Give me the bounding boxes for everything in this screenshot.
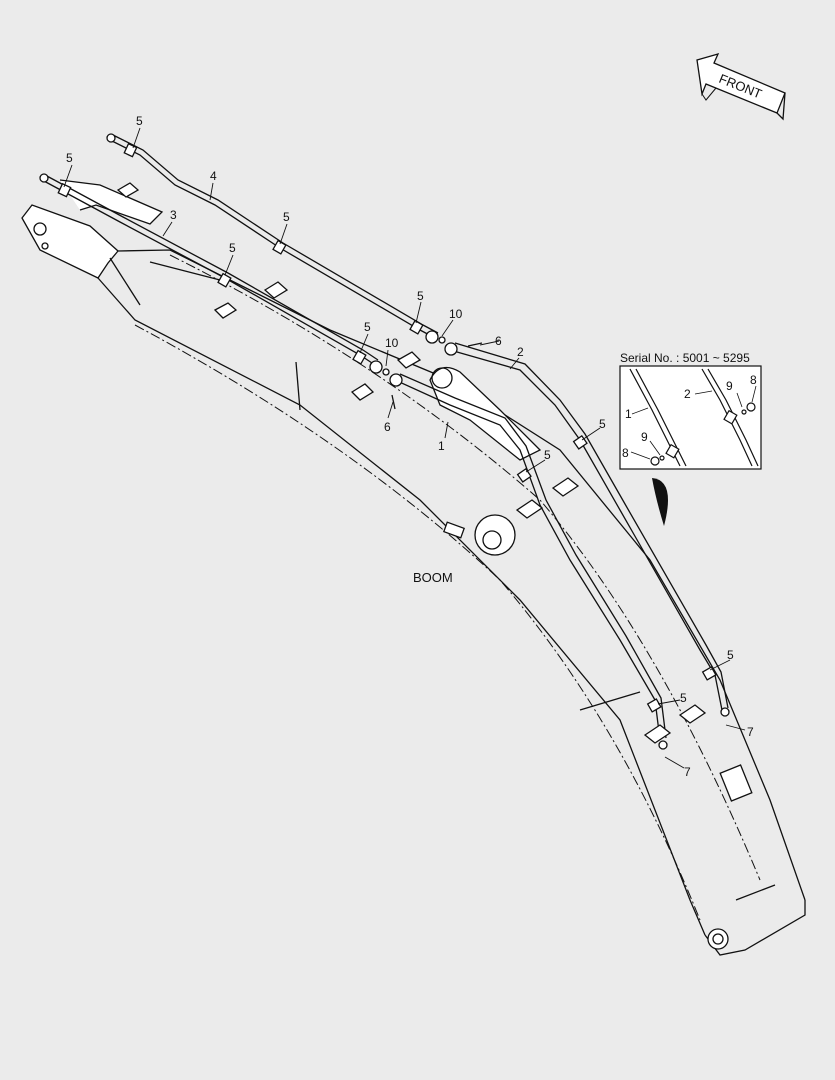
callout-10-a: 10	[449, 307, 463, 321]
callout-5-f: 5	[364, 320, 371, 334]
inset-callout-9-b: 9	[641, 430, 648, 444]
callout-6-b: 6	[384, 420, 391, 434]
inset-pointer	[652, 478, 668, 526]
callout-10-b: 10	[385, 336, 399, 350]
callout-3: 3	[170, 208, 177, 222]
callout-5-c: 5	[283, 210, 290, 224]
leader-lines	[63, 127, 746, 769]
callouts: 5 5 4 3 5 5 5 10 6 2 5 10 6 1 5 5 5 5 7 …	[66, 114, 754, 779]
front-arrow: FRONT	[696, 52, 786, 121]
callout-5-b: 5	[66, 151, 73, 165]
callout-7-a: 7	[747, 725, 754, 739]
callout-5-h: 5	[544, 448, 551, 462]
callout-7-b: 7	[684, 765, 691, 779]
serial-inset: Serial No. : 5001 ~ 5295 1 2 8 9 8 9	[619, 351, 762, 526]
callout-4: 4	[210, 169, 217, 183]
callout-5-i: 5	[727, 648, 734, 662]
inset-callout-8-a: 8	[750, 373, 757, 387]
clamps	[57, 142, 717, 744]
callout-5-d: 5	[229, 241, 236, 255]
pipe-1	[394, 379, 661, 741]
fittings	[369, 330, 483, 410]
inset-callout-8-b: 8	[622, 446, 629, 460]
boom-structure	[21, 179, 806, 956]
callout-2: 2	[517, 345, 524, 359]
inset-callout-2: 2	[684, 387, 691, 401]
callout-5-a: 5	[136, 114, 143, 128]
callout-1: 1	[438, 439, 445, 453]
pipe-4	[109, 139, 436, 339]
callout-5-g: 5	[599, 417, 606, 431]
callout-5-j: 5	[680, 691, 687, 705]
callout-6-a: 6	[495, 334, 502, 348]
boom-label: BOOM	[413, 570, 453, 585]
inset-callout-1: 1	[625, 407, 632, 421]
inset-callout-9-a: 9	[726, 379, 733, 393]
callout-5-e: 5	[417, 289, 424, 303]
inset-frame	[619, 365, 762, 470]
inset-title: Serial No. : 5001 ~ 5295	[620, 351, 750, 365]
